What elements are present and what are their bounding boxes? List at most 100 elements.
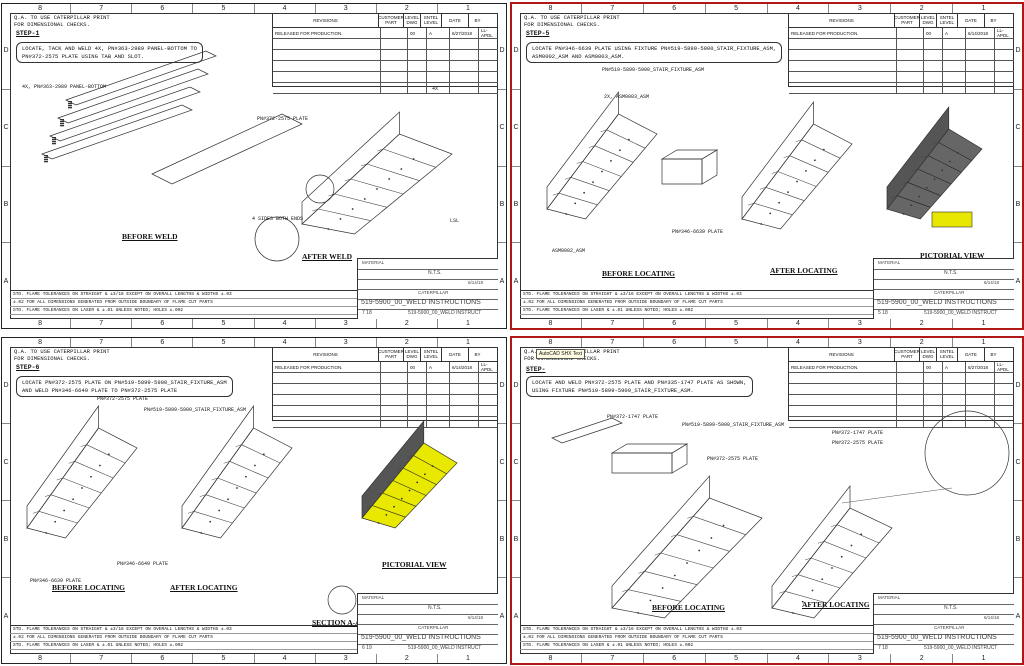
zone-label: 7 [580, 338, 643, 347]
tolerance-line: STD. FLAME TOLERANCES ON STRAIGHT & ±3/1… [10, 291, 358, 299]
zone-label: D [499, 47, 505, 55]
revision-empty-cell [924, 384, 943, 394]
revision-empty-cell [924, 395, 943, 405]
material-label: MATERIAL [362, 260, 385, 265]
instruction-line: USING FIXTURE PN#519-5899-5900_STAIR_FIX… [532, 386, 694, 394]
zone-label: 8 [548, 339, 553, 346]
tolerance-notes: STD. FLAME TOLERANCES ON STRAIGHT & ±3/1… [10, 290, 358, 319]
zone-label: 5 [704, 654, 767, 663]
zone-label: 8 [548, 5, 553, 12]
zone-label: D [1015, 47, 1021, 55]
zone-label: D [513, 47, 519, 55]
detail-marker [305, 174, 335, 204]
zone-label: 4 [253, 4, 315, 13]
scale-value: N.T.S. [944, 605, 958, 611]
zone-label: 4 [253, 654, 315, 663]
revision-empty-cell [789, 50, 897, 60]
sheet-number: 5 18 [878, 310, 888, 316]
revision-empty-cell [924, 50, 943, 60]
part-label: 4X, PN#363-2989 PANEL-BOTTOM [22, 84, 107, 90]
revision-text: RELEASED FOR PRODUCTION. [789, 362, 897, 372]
revision-empty-cell [273, 61, 381, 71]
revision-header-cell: SNTEL LEVEL [937, 13, 958, 27]
title-block-rule [874, 289, 1014, 290]
revision-empty-cell [273, 384, 381, 394]
plate-part [151, 113, 303, 185]
title-block-rule [358, 624, 498, 625]
sheet-no: 7 [362, 310, 365, 316]
zone-label: 2 [375, 319, 437, 328]
instruction-note: LOCATE PN#346-6639 PLATE USING FIXTURE P… [526, 42, 783, 63]
revision-header-cell: DATE [442, 347, 469, 361]
revision-date: 6/14/2018 [450, 362, 479, 372]
revision-empty-cell [408, 417, 427, 427]
zone-label: 8 [38, 655, 43, 662]
instruction-line: LOCATE PN#346-6639 PLATE USING FIXTURE P… [532, 45, 777, 52]
revision-header-cell: CUSTOMER PART [894, 13, 920, 27]
revision-empty-cell [789, 61, 897, 71]
section-circle [327, 585, 357, 615]
zone-label: 7 [70, 4, 131, 13]
drawing-number: 519-5900_00_WELD INSTRUCT [924, 645, 998, 651]
revision-empty-row [789, 83, 1014, 94]
zone-label: A [1014, 577, 1022, 654]
revision-customer-part [381, 28, 408, 38]
tolerance-line: STD. FLAME TOLERANCES ON LASER & ±.01 UN… [10, 642, 358, 650]
zone-label: 3 [828, 654, 890, 663]
title-block-rule [874, 279, 1014, 280]
revision-empty-cell [427, 373, 450, 383]
instruction-line: ASM0002_ASM AND ASM0003_ASM. [532, 52, 625, 60]
revision-empty-cell [450, 373, 479, 383]
tolerance-line: ±.02 FOR ALL DIMENSIONS GENERATED FROM O… [520, 634, 874, 642]
revision-empty-cell [450, 39, 479, 49]
revision-sntel: A [943, 362, 966, 372]
revision-empty-row [789, 61, 1014, 72]
detail-circle [254, 216, 300, 262]
detail-circle [924, 410, 1010, 496]
revision-empty-cell [924, 417, 943, 427]
zone-label: 1 [952, 4, 1014, 13]
revision-empty-cell [408, 384, 427, 394]
zone-label: 7 [70, 654, 131, 663]
sheet-number: 6 19 [362, 645, 372, 651]
revision-empty-row [789, 417, 1014, 428]
revision-empty-cell [943, 395, 966, 405]
zone-label: B [512, 165, 520, 243]
instruction-line: PN#372-2575 PLATE USING TAB AND SLOT. [22, 52, 145, 60]
tolerance-line: STD. FLAME TOLERANCES ON LASER & ±.01 UN… [520, 642, 874, 650]
zone-label: B [498, 500, 506, 577]
step-title: STEP-5 [526, 30, 550, 37]
material-label: MATERIAL [362, 595, 385, 600]
step-title: STEP-1 [16, 30, 40, 37]
revision-empty-cell [943, 83, 966, 93]
revision-text: RELEASED FOR PRODUCTION. [273, 28, 381, 38]
revision-empty-cell [408, 39, 427, 49]
drawing-area [41, 50, 453, 262]
revision-empty-cell [408, 406, 427, 416]
step-title: STEP-6 [16, 364, 40, 371]
revision-empty-cell [789, 83, 897, 93]
qa-note-line: FOR DIMENSIONAL CHECKS. [14, 21, 90, 28]
pictorial-assembly [886, 105, 983, 220]
revision-empty-row [273, 417, 498, 428]
revision-empty-cell [450, 72, 479, 82]
revision-empty-cell [273, 50, 381, 60]
revision-header-cell: SNTEL LEVEL [421, 13, 442, 27]
zone-label: A [498, 577, 506, 654]
revision-empty-cell [427, 83, 450, 93]
revision-empty-cell [273, 39, 381, 49]
company-name: CATERPILLAR [934, 290, 965, 295]
tolerance-line: STD. FLAME TOLERANCES ON LASER & ±.01 UN… [10, 307, 358, 315]
revision-empty-cell [897, 395, 924, 405]
before-assembly [546, 90, 658, 220]
